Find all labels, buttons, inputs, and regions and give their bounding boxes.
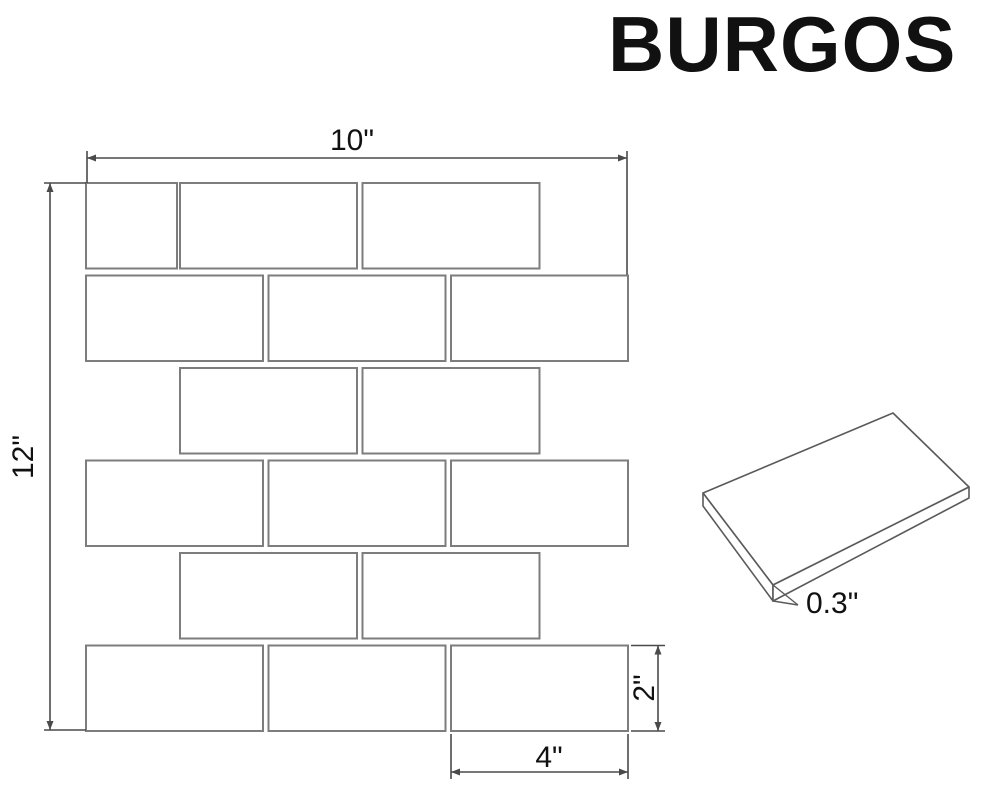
dimension-tile-width: 4" <box>450 734 629 779</box>
dimension-sheet-width: 10" <box>86 124 628 275</box>
tile-width-label: 4" <box>535 741 562 774</box>
tile <box>85 274 264 362</box>
tile <box>450 644 629 732</box>
tile-3d-view: 0.3" <box>702 412 970 620</box>
tile <box>267 644 447 732</box>
arrowhead-right <box>619 768 628 776</box>
arrowhead-top <box>46 183 54 192</box>
tile <box>450 274 629 362</box>
thickness-label: 0.3" <box>806 587 858 620</box>
arrowhead-bottom <box>46 721 54 730</box>
tile <box>361 552 541 640</box>
tile <box>85 459 264 547</box>
tile-height-label: 2" <box>628 674 661 701</box>
tile-front-face <box>772 486 970 602</box>
tile <box>179 552 358 640</box>
arrowhead-left <box>87 154 96 162</box>
arrowhead-left <box>451 768 460 776</box>
arrowhead-bottom <box>654 722 662 731</box>
dimension-tile-height: 2" <box>628 644 665 732</box>
tile <box>85 182 178 270</box>
sheet-height-label: 12" <box>7 435 40 479</box>
dimension-sheet-height: 12" <box>7 182 86 731</box>
tile <box>267 274 447 362</box>
tile <box>361 367 541 455</box>
tile <box>179 367 358 455</box>
tile <box>179 182 358 270</box>
tile <box>450 459 629 547</box>
arrowhead-right <box>618 154 627 162</box>
thickness-callout-line <box>772 584 799 606</box>
tile <box>267 459 447 547</box>
arrowhead-top <box>654 645 662 655</box>
product-title: BURGOS <box>608 0 956 88</box>
sheet-width-label: 10" <box>330 124 374 157</box>
tile <box>85 644 264 732</box>
thickness-callout-line <box>772 600 799 606</box>
tile-pattern-grid <box>85 182 629 732</box>
tile <box>361 182 541 270</box>
